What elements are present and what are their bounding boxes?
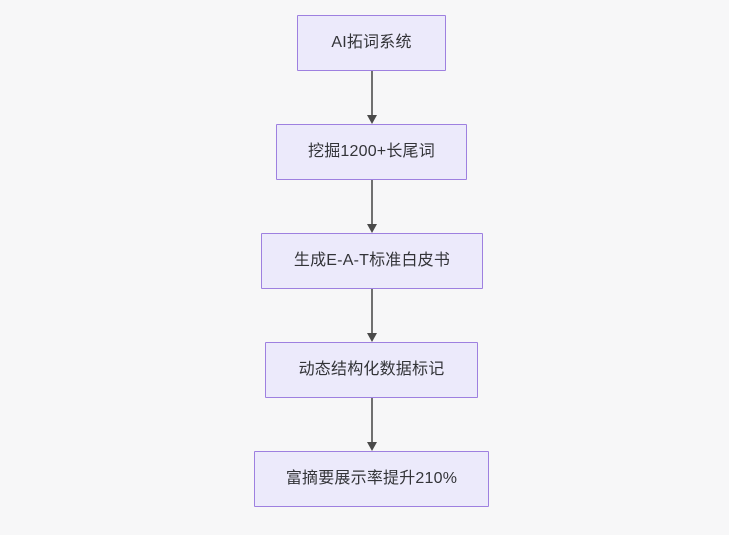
flow-node-label: 富摘要展示率提升210% bbox=[285, 470, 458, 488]
arrowhead-icon bbox=[367, 333, 377, 342]
connector-arrow bbox=[367, 71, 377, 124]
arrowhead-icon bbox=[367, 115, 377, 124]
connector-line bbox=[371, 289, 373, 335]
flow-node-n2[interactable]: 挖掘1200+长尾词 bbox=[276, 124, 467, 180]
connector-arrow bbox=[367, 180, 377, 233]
connector-arrow bbox=[367, 398, 377, 451]
flow-node-label: 动态结构化数据标记 bbox=[298, 361, 445, 379]
flow-node-n3[interactable]: 生成E-A-T标准白皮书 bbox=[261, 233, 483, 289]
flow-node-label: 生成E-A-T标准白皮书 bbox=[293, 252, 451, 270]
connector-line bbox=[371, 398, 373, 444]
connector-line bbox=[371, 180, 373, 226]
flow-node-n1[interactable]: AI拓词系统 bbox=[297, 15, 446, 71]
arrowhead-icon bbox=[367, 224, 377, 233]
connector-arrow bbox=[367, 289, 377, 342]
arrowhead-icon bbox=[367, 442, 377, 451]
flow-node-label: 挖掘1200+长尾词 bbox=[308, 143, 435, 161]
flow-node-label: AI拓词系统 bbox=[331, 34, 412, 52]
flow-node-n5[interactable]: 富摘要展示率提升210% bbox=[254, 451, 489, 507]
connector-line bbox=[371, 71, 373, 117]
flow-node-n4[interactable]: 动态结构化数据标记 bbox=[265, 342, 478, 398]
